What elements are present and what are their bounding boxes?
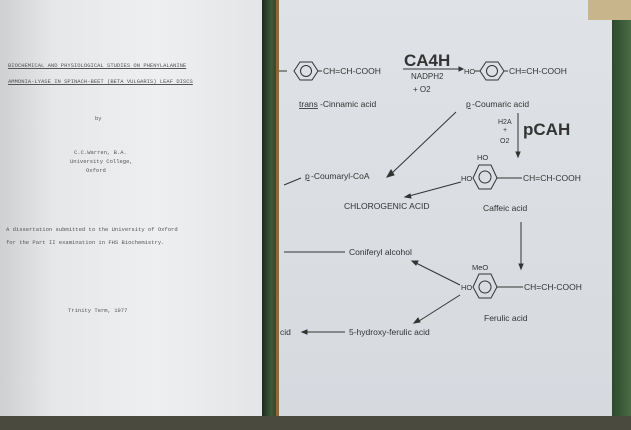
book-binding — [262, 0, 280, 430]
benzene-ring — [472, 164, 498, 190]
by-text: by — [95, 115, 102, 122]
pathway-diagram: CH=CH-COOH trans -Cinnamic acid CA4H NAD… — [279, 51, 582, 337]
chlorogenic-acid: CHLOROGENIC ACID — [344, 201, 430, 211]
caffeic-chain: CH=CH-COOH — [523, 173, 581, 183]
title-page: BIOCHEMICAL AND PHYSIOLOGICAL STUDIES ON… — [0, 0, 262, 420]
arrow — [415, 262, 461, 286]
author: C.C.Warren, B.A. — [74, 149, 127, 156]
caffeic-label: Caffeic acid — [483, 203, 528, 213]
dissertation-line-1: A dissertation submitted to the Universi… — [6, 226, 178, 233]
thesis-title-line-2: AMMONIA-LYASE IN SPINACH-BEET (BETA VULG… — [8, 78, 193, 85]
thesis-title-line-1: BIOCHEMICAL AND PHYSIOLOGICAL STUDIES ON… — [8, 62, 187, 69]
caffeic-ho-2: HO — [461, 174, 472, 183]
cofactor-h2a: H2A — [498, 119, 512, 126]
ferulic-label: Ferulic acid — [484, 313, 528, 323]
table-surface — [0, 416, 631, 430]
cinnamic-prefix: trans — [299, 99, 318, 109]
date: Trinity Term, 1977 — [68, 307, 128, 314]
arrow — [418, 294, 461, 322]
cofactor-nadph2: NADPH2 — [411, 72, 444, 81]
enzyme-pcah: pCAH — [523, 120, 570, 139]
city: Oxford — [86, 167, 106, 174]
coniferyl-alcohol: Coniferyl alcohol — [349, 247, 412, 257]
arrow — [390, 111, 457, 175]
coumaric-label: -Coumaric acid — [472, 99, 529, 109]
ferulic-chain: CH=CH-COOH — [524, 282, 582, 292]
benzene-ring — [479, 61, 505, 81]
arrow — [408, 181, 462, 197]
coumaryl-prefix: p — [305, 171, 310, 181]
cinnamic-chain: CH=CH-COOH — [323, 66, 381, 76]
cinnamic-label: -Cinnamic acid — [320, 99, 376, 109]
caffeic-ho-1: HO — [477, 153, 488, 162]
enzyme-ca4h: CA4H — [404, 51, 450, 70]
dissertation-line-2: for the Part II examination in FHS Bioch… — [6, 239, 165, 246]
college: University College, — [70, 158, 133, 165]
page-curl — [588, 0, 631, 20]
coumaric-chain: CH=CH-COOH — [509, 66, 567, 76]
cofactor-o2-2: O2 — [500, 138, 509, 145]
benzene-ring — [472, 273, 498, 299]
coumaryl-coa: -Coumaryl-CoA — [311, 171, 370, 181]
coumaric-prefix: p — [466, 99, 471, 109]
cofactor-plus: + — [503, 127, 507, 134]
cofactor-o2: + O2 — [413, 85, 431, 94]
ferulic-meo: MeO — [472, 263, 488, 272]
coumaric-ho: HO — [464, 67, 475, 76]
benzene-ring — [293, 61, 319, 81]
book-cover-edge — [612, 0, 631, 430]
cut-off-acid: cid — [280, 327, 291, 337]
hydroxyferulic-acid: 5-hydroxy-ferulic acid — [349, 327, 430, 337]
ferulic-ho: HO — [461, 283, 472, 292]
